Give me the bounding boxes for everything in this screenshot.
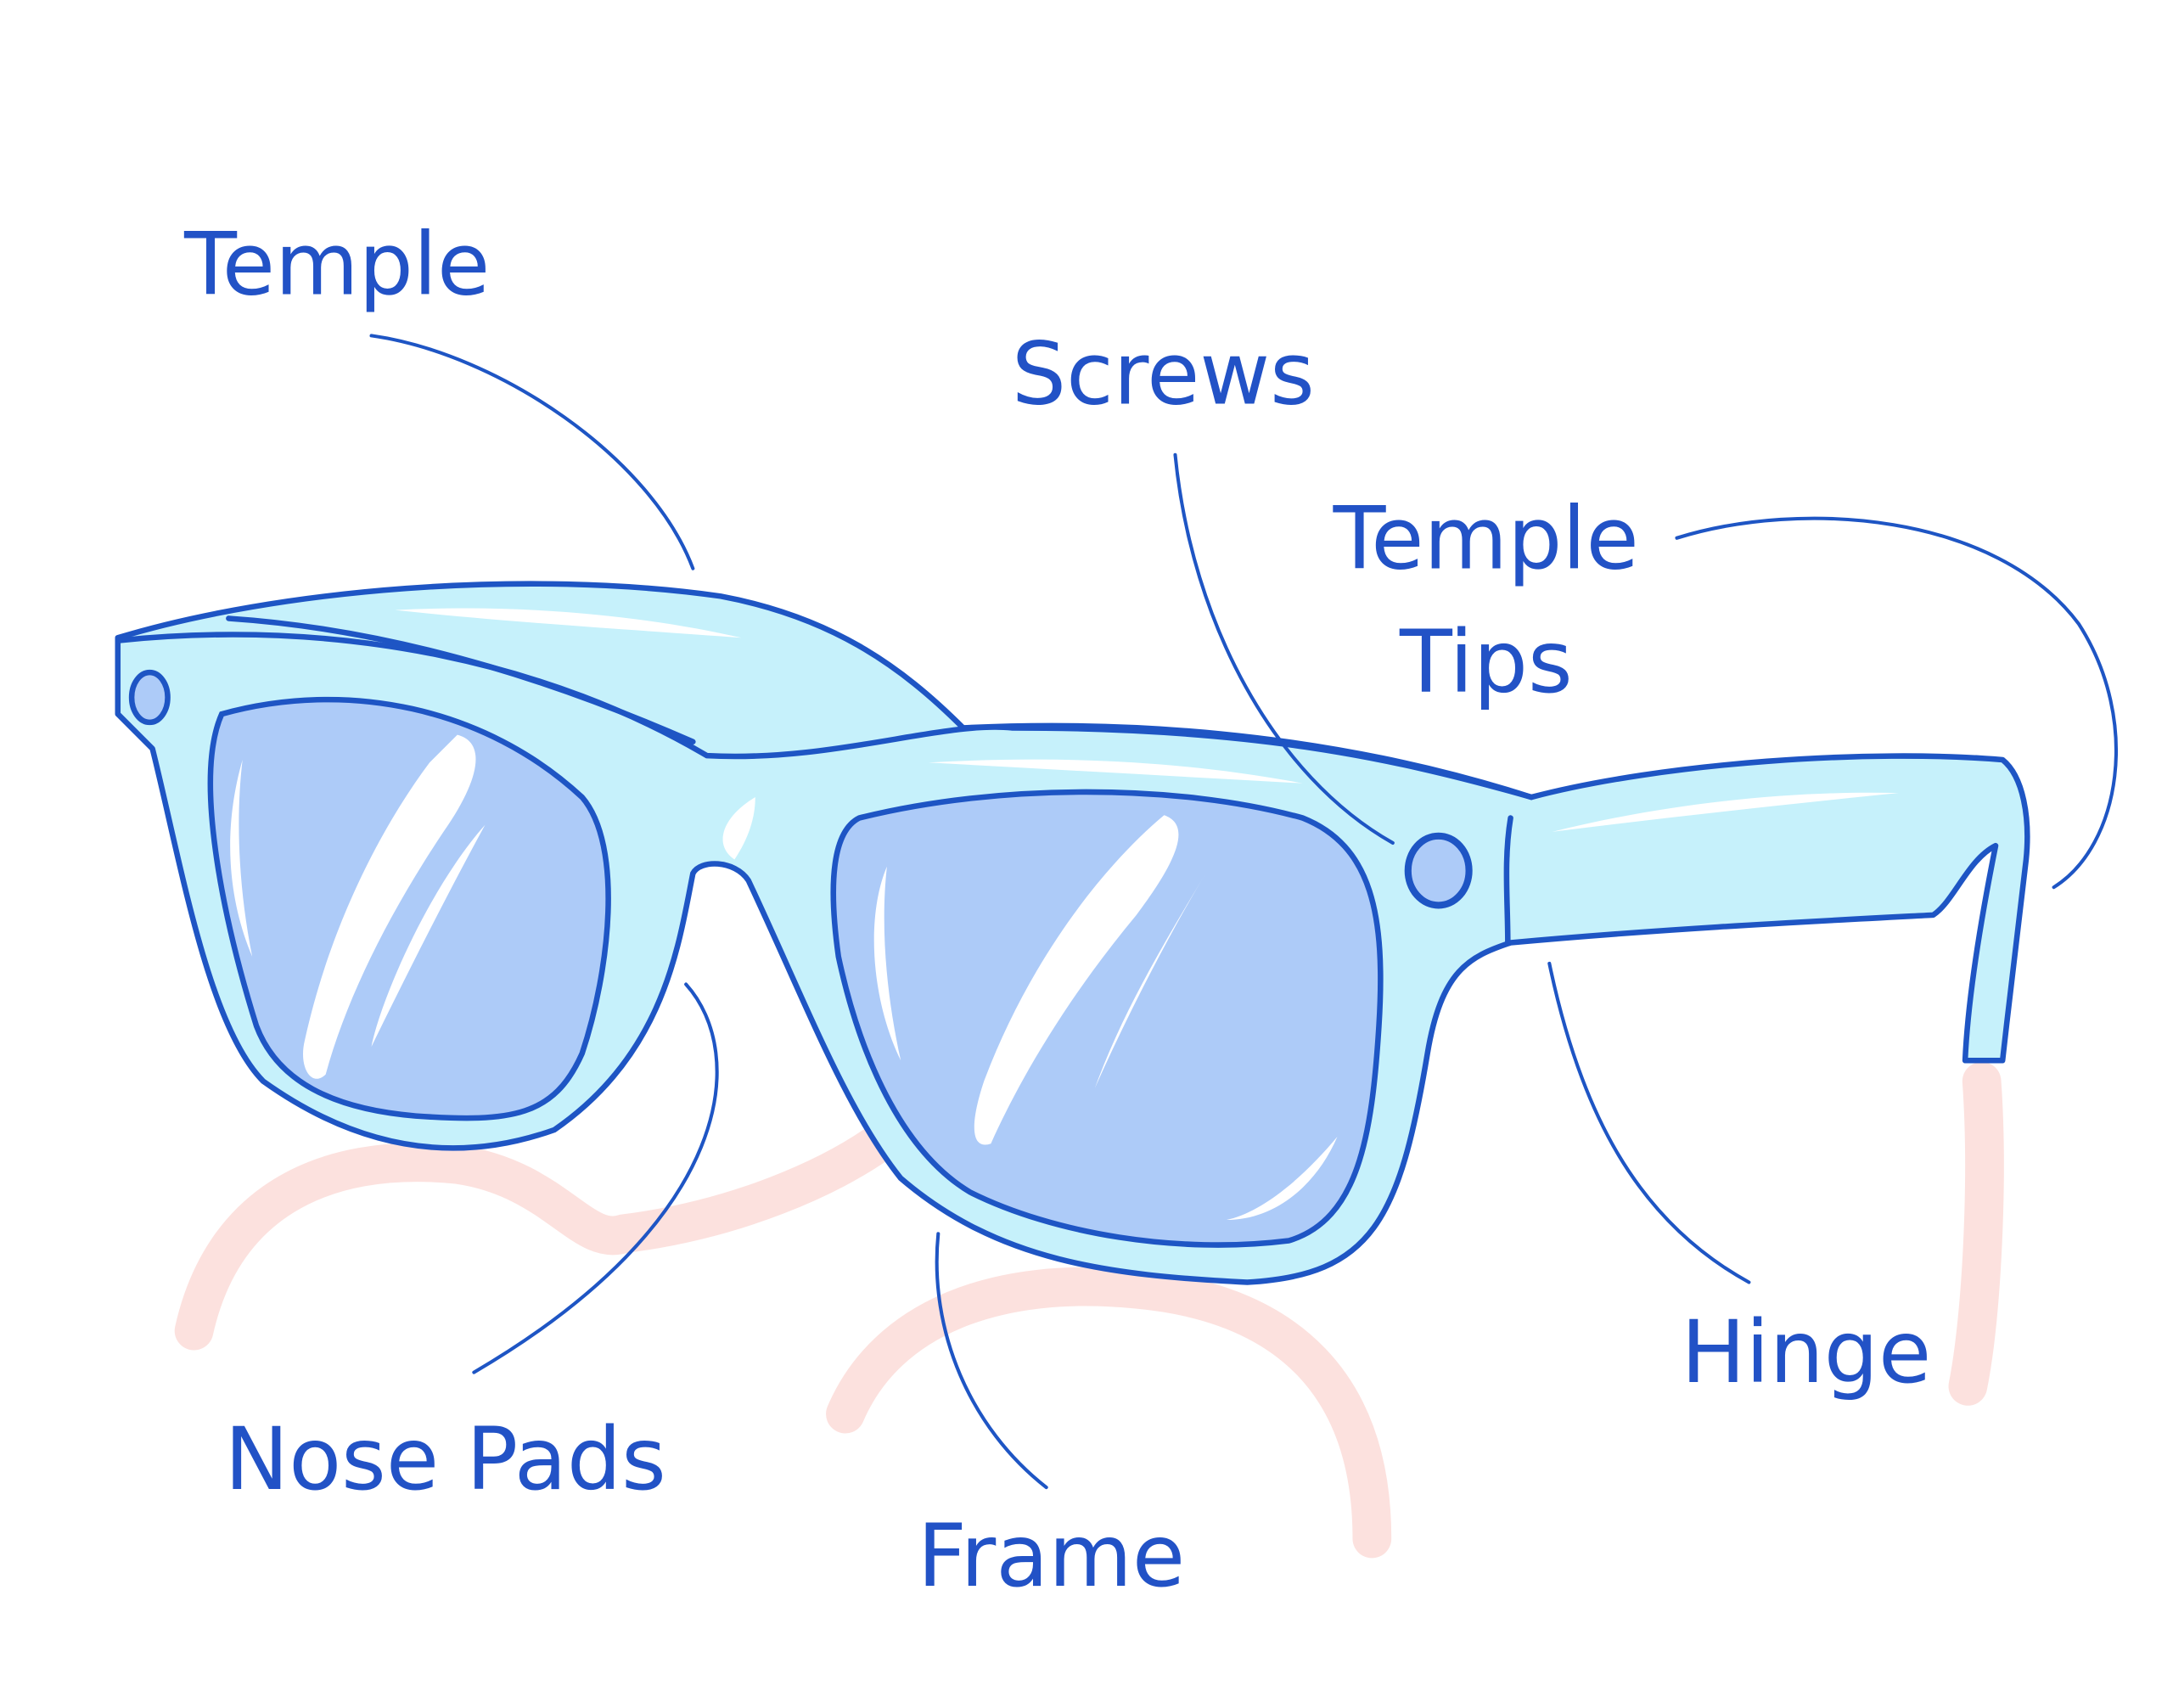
hinge-line [1503, 815, 1513, 946]
temple-leader-line [369, 334, 695, 570]
label-temple: Temple [183, 214, 490, 314]
right-lens [830, 789, 1384, 1248]
left-lens [207, 696, 611, 1121]
temple-tips-leader-line [1675, 516, 2118, 890]
label-frame: Frame [918, 1506, 1185, 1606]
label-hinge: Hinge [1681, 1302, 1931, 1402]
screws-leader-line [1173, 452, 1395, 845]
frame-leader-line [935, 1232, 1048, 1490]
label-temple-tips-line1: Temple [1333, 489, 1639, 589]
left-screw [128, 669, 171, 726]
label-nose-pads: Nose Pads [224, 1409, 665, 1509]
label-temple-tips-line2: Tips [1399, 612, 1573, 712]
glasses-shadow [174, 1061, 2004, 1559]
right-screw [1404, 832, 1473, 909]
hinge-leader-line [1547, 961, 1751, 1284]
brow-ridge-line [115, 632, 1535, 801]
nose-pads-leader-line [472, 982, 719, 1374]
brow-ridge-line-2 [226, 615, 696, 745]
label-screws: Screws [1012, 323, 1315, 424]
lens-highlights [230, 608, 1899, 1221]
